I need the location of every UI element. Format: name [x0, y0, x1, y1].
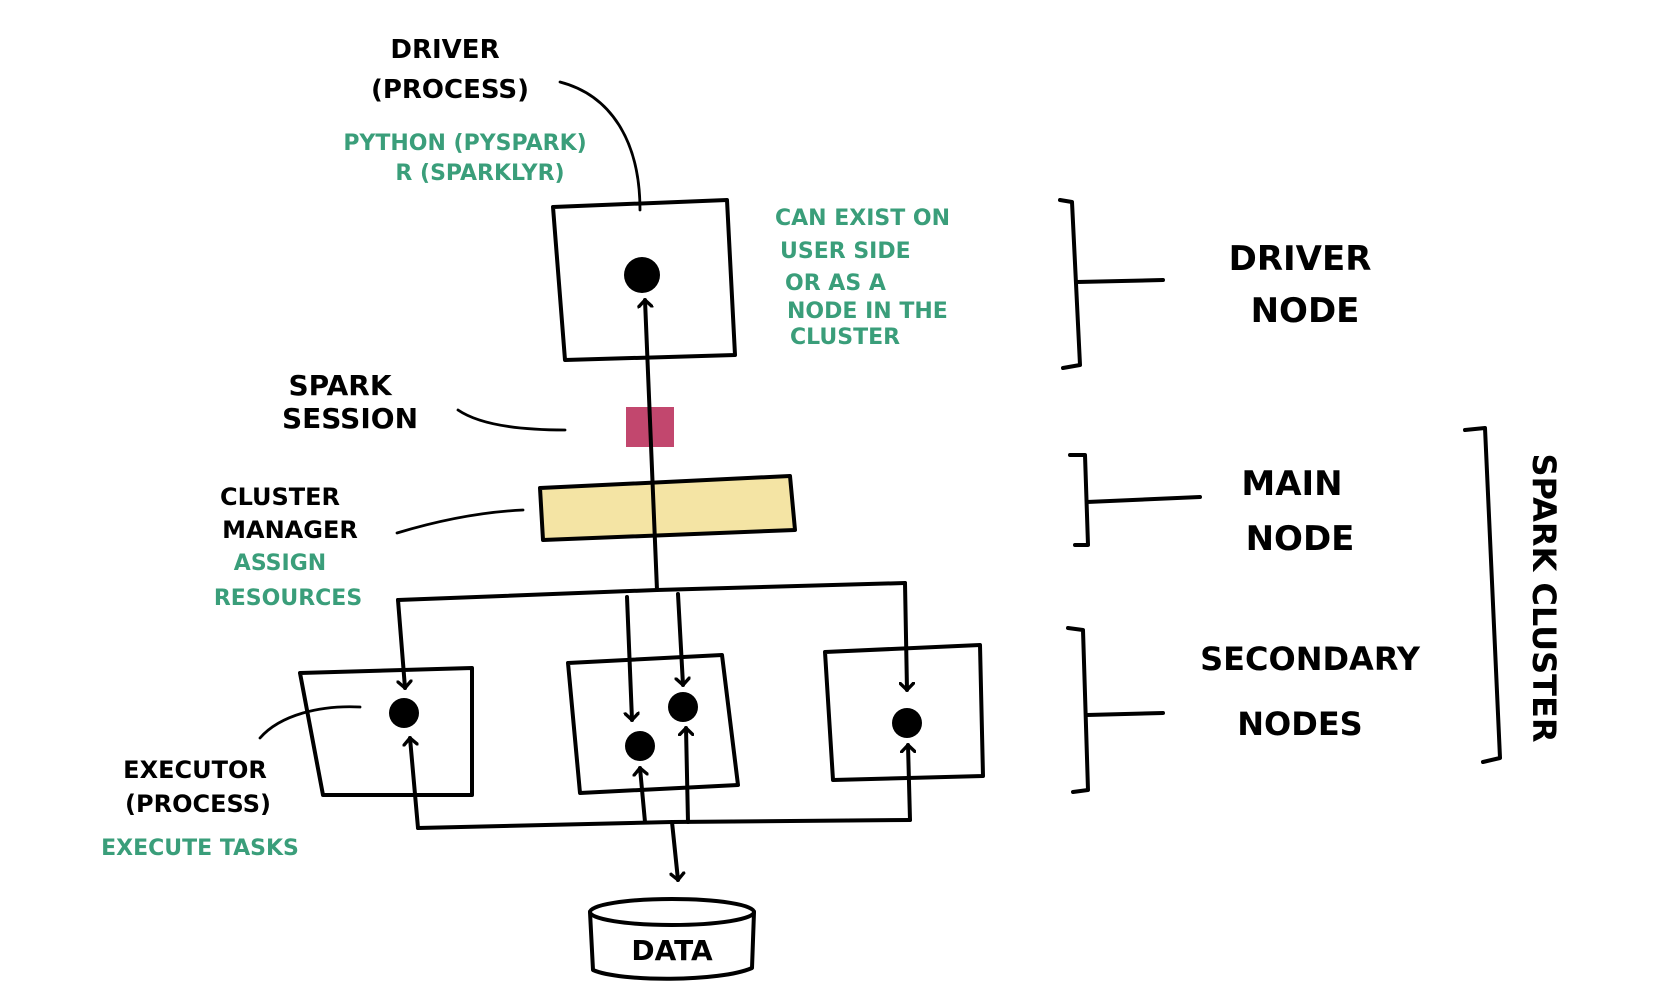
driver-subtitle: (PROCESS) [371, 75, 529, 105]
main-node-brace-tick [1085, 495, 1202, 504]
executor-dot-1 [389, 698, 419, 728]
cluster-manager-note-2: RESOURCES [214, 586, 362, 611]
secondary-nodes-brace [1066, 626, 1090, 794]
executor-note: EXECUTE TASKS [101, 836, 299, 861]
executor-box-1-outline [298, 666, 474, 797]
executor-label-group: EXECUTOR (PROCESS) EXECUTE TASKS [101, 705, 362, 861]
driver-node-note-2: USER SIDE [780, 239, 911, 264]
distribution-line [396, 581, 907, 602]
driver-node-brace-tick [1075, 278, 1165, 284]
secondary-nodes-label-1: SECONDARY [1200, 640, 1421, 678]
main-node-label-2: NODE [1246, 519, 1355, 559]
data-arrow-to-executor-2b [640, 766, 645, 824]
executor-leader-line [258, 705, 362, 740]
main-node-brace [1068, 453, 1090, 547]
cluster-manager-group: CLUSTER MANAGER ASSIGN RESOURCES [214, 474, 797, 611]
driver-node-note-3: OR AS A [785, 271, 886, 296]
driver-node-note-1: CAN EXIST ON [775, 206, 950, 231]
driver-node-label-1: DRIVER [1229, 239, 1372, 279]
data-cylinder-body [588, 910, 756, 981]
data-cylinder-top [588, 897, 756, 927]
spark-session-leader-line [456, 408, 567, 432]
main-node-bracket: MAIN NODE [1068, 453, 1355, 559]
driver-process-dot [624, 257, 660, 293]
spark-session-label-2: SESSION [282, 402, 418, 435]
cluster-manager-bar [538, 474, 797, 542]
spark-cluster-brace [1463, 426, 1502, 764]
executor-box-3-outline [823, 643, 985, 782]
arrow-to-data [672, 820, 678, 882]
executor-box-3 [823, 643, 985, 782]
driver-leader-line [558, 80, 642, 212]
driver-title: DRIVER [390, 35, 499, 65]
cluster-manager-label-2: MANAGER [222, 516, 358, 544]
driver-label-group: DRIVER (PROCESS) PYTHON (PYSPARK) R (SPA… [343, 35, 642, 212]
executor-box-2 [566, 653, 740, 795]
data-label: DATA [631, 934, 713, 967]
driver-box-outline [551, 198, 737, 362]
driver-language-note-1: PYTHON (PYSPARK) [343, 131, 586, 156]
driver-node-label-2: NODE [1251, 291, 1360, 331]
spark-session-group: SPARK SESSION [282, 369, 674, 447]
arrow-to-driver [645, 298, 659, 592]
data-arrow-to-executor-1 [410, 736, 420, 830]
cluster-manager-leader-line [395, 508, 525, 535]
spark-cluster-bracket: SPARK CLUSTER [1463, 426, 1563, 764]
secondary-nodes-brace-tick [1085, 711, 1165, 717]
driver-node-note-5: CLUSTER [790, 325, 900, 350]
executor-dot-2a [668, 692, 698, 722]
arrow-to-executor-2b [678, 592, 683, 687]
executor-box-2-outline [566, 653, 740, 795]
executor-label-2: (PROCESS) [125, 790, 271, 818]
data-arrow-to-executor-2a [686, 726, 688, 824]
spark-session-label-1: SPARK [288, 369, 392, 402]
data-arrow-to-executor-3 [908, 743, 910, 822]
driver-node-note: CAN EXIST ON USER SIDE OR AS A NODE IN T… [775, 206, 950, 350]
driver-node-box [551, 198, 737, 362]
cluster-manager-label-1: CLUSTER [220, 483, 340, 511]
arrow-to-executor-3 [905, 581, 907, 692]
executor-dot-2b [625, 731, 655, 761]
driver-node-note-4: NODE IN THE [787, 299, 948, 324]
data-store: DATA [588, 897, 756, 981]
secondary-nodes-label-2: NODES [1237, 705, 1362, 743]
driver-node-bracket: DRIVER NODE [1058, 198, 1372, 370]
main-node-label-1: MAIN [1241, 464, 1342, 504]
cluster-manager-note-1: ASSIGN [234, 551, 326, 576]
executor-box-1 [298, 666, 474, 797]
executor-label-1: EXECUTOR [123, 756, 267, 784]
arrow-to-executor-1 [396, 598, 405, 690]
secondary-nodes-bracket: SECONDARY NODES [1066, 626, 1421, 794]
data-bus-line [416, 818, 912, 830]
driver-node-brace [1058, 198, 1082, 370]
spark-cluster-label: SPARK CLUSTER [1525, 454, 1563, 743]
driver-language-note-2: R (SPARKLYR) [395, 161, 564, 186]
executor-dot-3 [892, 708, 922, 738]
